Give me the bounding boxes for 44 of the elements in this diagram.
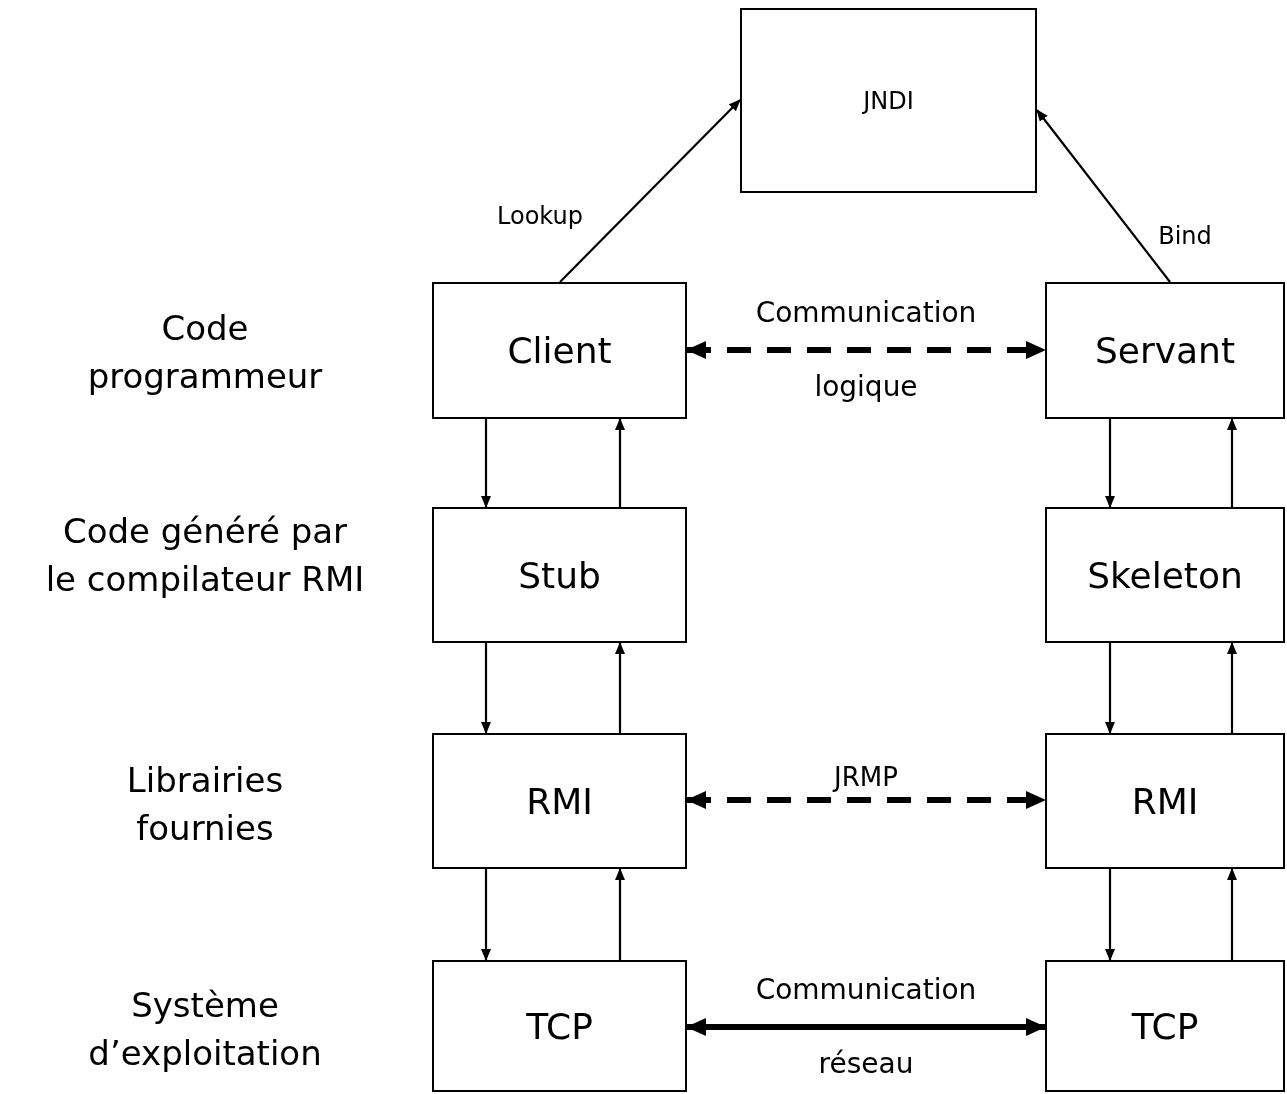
layer-box (432, 507, 687, 643)
layer-box (1045, 282, 1285, 419)
edge-label: Communication logique (754, 295, 978, 405)
arrow (481, 643, 491, 734)
edge-label: JRMP (831, 762, 899, 794)
arrow (1227, 418, 1237, 507)
arrow (615, 868, 625, 960)
arrow (481, 869, 491, 961)
box-label: Stub (518, 554, 601, 596)
box-label: Skeleton (1087, 554, 1243, 596)
layer-box (432, 960, 687, 1092)
layer-label: Code généré par le compilateur RMI (44, 510, 366, 601)
arrow (1036, 109, 1171, 283)
box-label: Client (507, 330, 612, 371)
layer-label: Code programmeur (86, 307, 324, 398)
box-label: Servant (1094, 330, 1236, 371)
box-label: TCP (1131, 1005, 1199, 1047)
arrow (1105, 869, 1115, 961)
layer-box (432, 282, 687, 419)
layer-box (432, 733, 687, 869)
dashed-double-arrow (686, 341, 1046, 359)
arrow (1227, 868, 1237, 960)
edge-label: Communication réseau (754, 972, 978, 1082)
layer-box (740, 8, 1037, 193)
edge-label: Lookup (496, 202, 584, 231)
box-label: TCP (526, 1005, 593, 1047)
box-label: RMI (526, 780, 593, 822)
layer-box (1045, 960, 1285, 1092)
box-label: JNDI (863, 86, 914, 115)
arrow (1105, 643, 1115, 734)
layer-label: Système d’exploitation (87, 984, 323, 1075)
arrow (1105, 419, 1115, 508)
arrow (615, 642, 625, 733)
arrow (1227, 642, 1237, 733)
box-label: RMI (1131, 780, 1199, 822)
arrow (481, 419, 491, 508)
layer-label: Librairies fournies (125, 759, 285, 850)
arrow (559, 99, 741, 283)
double-arrow (686, 1018, 1046, 1036)
edge-label: Bind (1157, 222, 1213, 251)
layer-box (1045, 507, 1285, 643)
arrow (615, 418, 625, 507)
layer-box (1045, 733, 1285, 869)
dashed-double-arrow (686, 791, 1046, 809)
